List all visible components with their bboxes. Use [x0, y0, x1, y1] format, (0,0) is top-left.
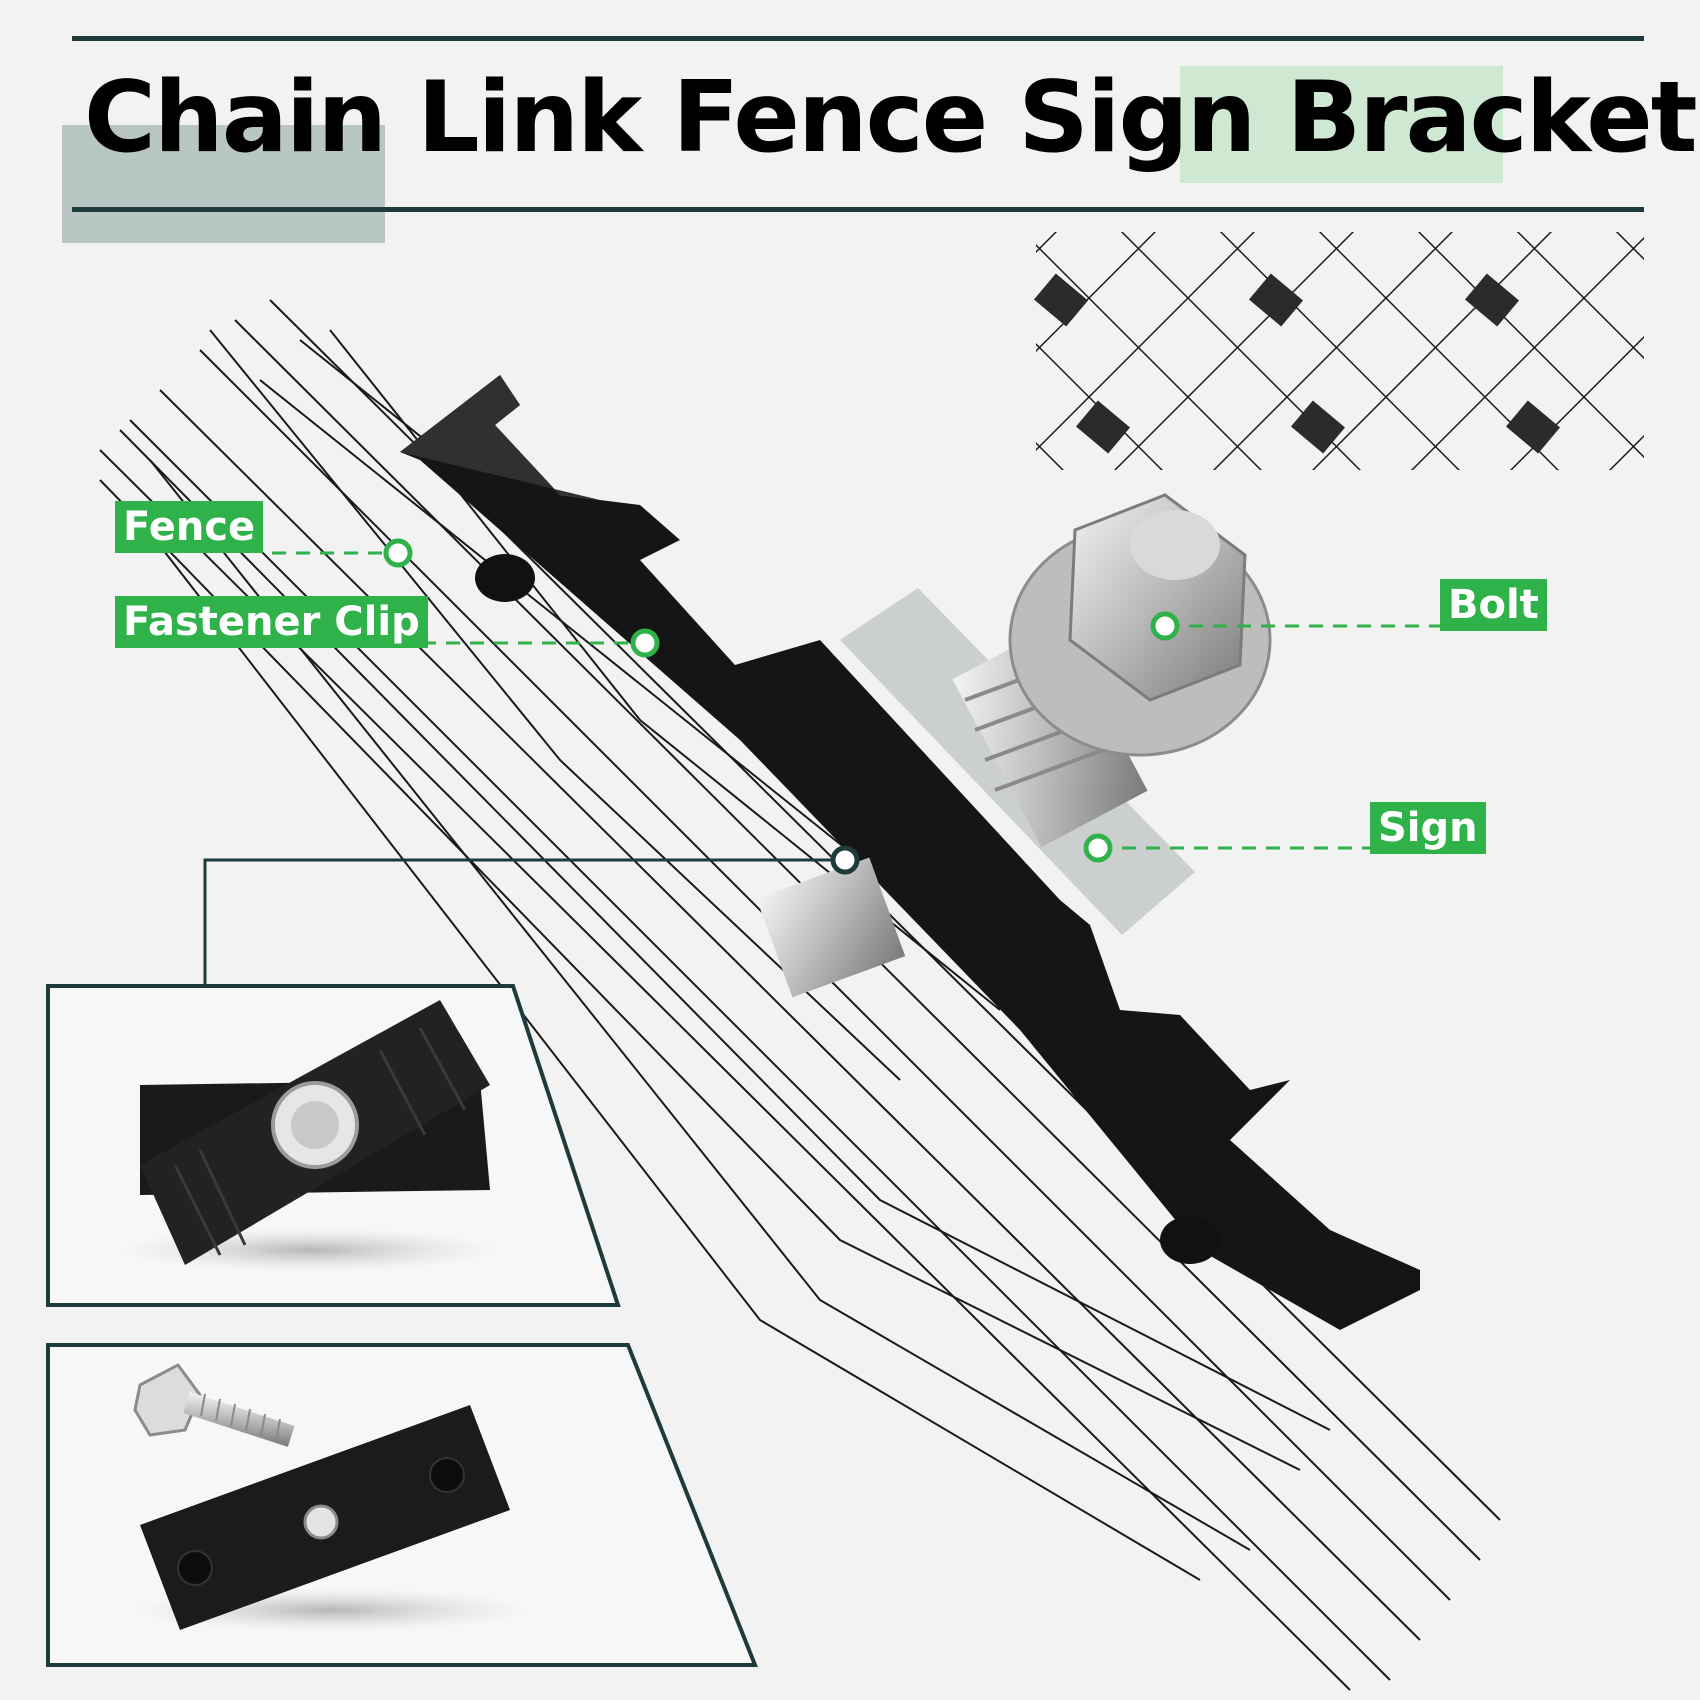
title-accent-block-right — [1180, 66, 1503, 183]
bottom-rule — [72, 207, 1644, 212]
page-title: Chain Link Fence Sign Bracket — [84, 61, 1698, 175]
bolt-pointer-dot — [1150, 611, 1180, 641]
bolt — [756, 493, 1272, 998]
title-accent-block-left — [62, 125, 385, 243]
fence-pointer-dot — [383, 538, 413, 568]
screw — [133, 1363, 295, 1447]
detail-panel-clip-assembled — [46, 984, 621, 1307]
detail-pointer-dot — [830, 845, 860, 875]
fastener-clip-pointer-dot — [630, 628, 660, 658]
bolt-label: Bolt — [1440, 579, 1547, 631]
fence-label: Fence — [115, 501, 264, 553]
top-rule — [72, 36, 1644, 41]
fastener-clip-main — [400, 375, 1420, 1330]
callout-dots — [383, 538, 1180, 875]
callout-leaders — [203, 551, 1440, 985]
detail-panel-clip-and-screw — [46, 1343, 758, 1667]
sign-label: Sign — [1370, 802, 1486, 854]
sign-pointer-dot — [1083, 833, 1113, 863]
chain-link-fence-swatch — [1033, 232, 1644, 470]
fastener-clip-label: Fastener Clip — [115, 596, 428, 648]
